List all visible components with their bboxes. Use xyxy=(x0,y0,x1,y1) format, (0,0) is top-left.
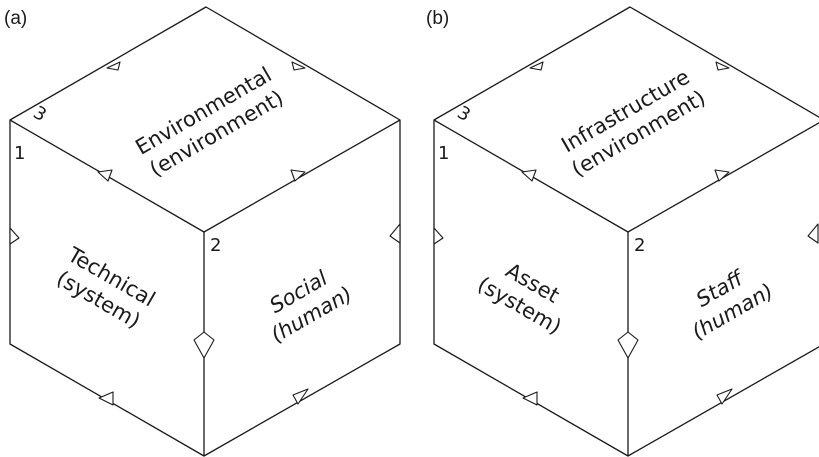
cube-b-notch-right-side xyxy=(807,223,819,244)
cube-b-notch-left-side xyxy=(433,227,444,245)
panel-b-label: (b) xyxy=(426,8,449,29)
cube-a-notch-bottom-right xyxy=(292,388,309,405)
cube-b-notch-mid-left xyxy=(521,169,537,182)
cube-b-notch-bottom-left xyxy=(522,391,538,406)
cube-b-right-face xyxy=(628,122,819,456)
cube-a-right-number: 2 xyxy=(210,235,221,256)
cube-b: 3 1 2 Infrastructure (environment) Asset… xyxy=(433,6,819,457)
cube-a-notch-top-left xyxy=(106,61,121,71)
cube-a-left-number: 1 xyxy=(14,143,25,164)
cube-a-notch-right-side xyxy=(389,223,401,244)
cube-a-notch-center xyxy=(193,331,215,359)
cube-b-left-number: 1 xyxy=(438,143,449,164)
cube-a-notch-mid-left xyxy=(97,169,113,182)
panel-a-label: (a) xyxy=(4,8,27,29)
cube-a-notch-top-right xyxy=(291,61,306,71)
cube-a-notch-mid-right xyxy=(290,169,306,182)
cube-b-notch-top-right xyxy=(715,61,730,71)
cube-a-notch-bottom-left xyxy=(98,391,114,406)
cube-b-notch-top-left xyxy=(529,61,544,71)
cube-b-notch-bottom-right xyxy=(716,388,733,405)
cube-a: 3 1 2 Environmental (environment) Techni… xyxy=(9,6,401,457)
cube-b-right-number: 2 xyxy=(634,235,645,256)
cube-a-notch-left-side xyxy=(9,227,20,245)
cube-b-notch-mid-right xyxy=(714,169,730,182)
panel-b: (b) 3 1 2 Infrastr xyxy=(426,6,819,457)
cube-b-notch-center xyxy=(617,331,639,359)
panel-a: (a) 3 1 2 Environm xyxy=(4,6,401,457)
